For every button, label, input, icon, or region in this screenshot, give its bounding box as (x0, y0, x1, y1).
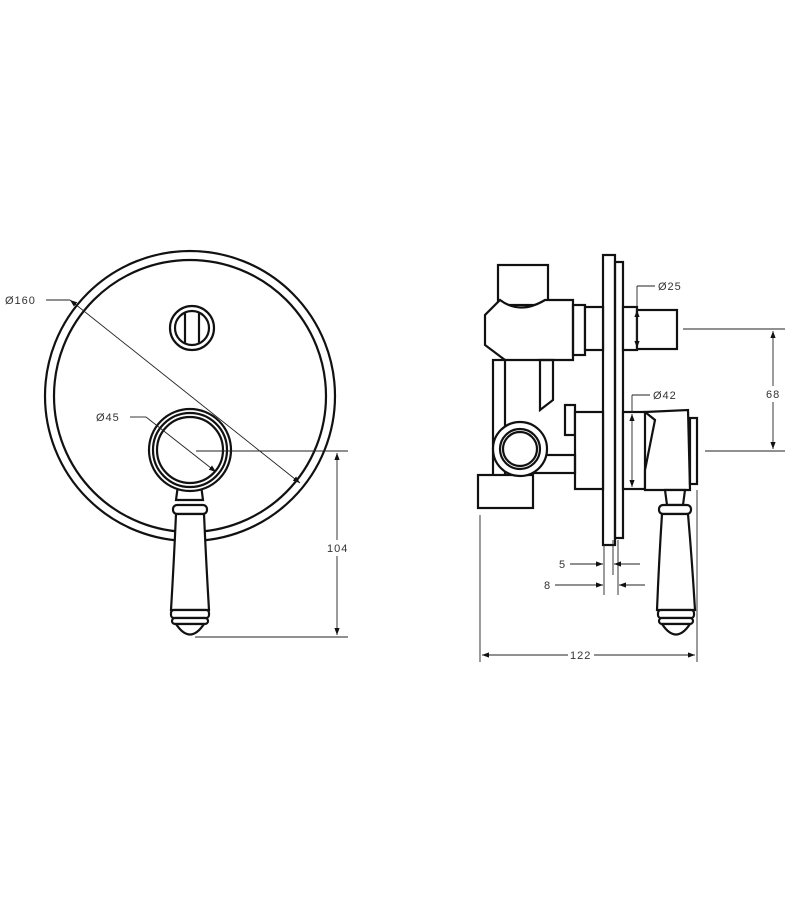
dim-plate-diameter: Ø160 (5, 295, 36, 307)
dim-total-depth: 122 (570, 650, 591, 662)
diverter-body (483, 263, 679, 362)
dim-handle-ring-diameter: Ø45 (96, 412, 120, 424)
wall-plate (601, 253, 617, 547)
dim-diverter-diameter: Ø25 (658, 281, 682, 293)
mixer-handle-front (147, 407, 233, 636)
dim-mixer-diameter: Ø42 (653, 390, 677, 402)
diverter-knob (168, 304, 216, 352)
mixer-handle-side (655, 488, 697, 636)
dim-plate-thickness-inner: 5 (559, 559, 566, 571)
front-view: Ø160 Ø45 104 (5, 249, 348, 638)
dim-outlet-spacing: 68 (766, 389, 780, 401)
dim-handle-height: 104 (327, 543, 348, 555)
side-view: Ø25 Ø42 68 5 8 122 (476, 253, 785, 663)
dim-plate-thickness-outer: 8 (544, 580, 551, 592)
